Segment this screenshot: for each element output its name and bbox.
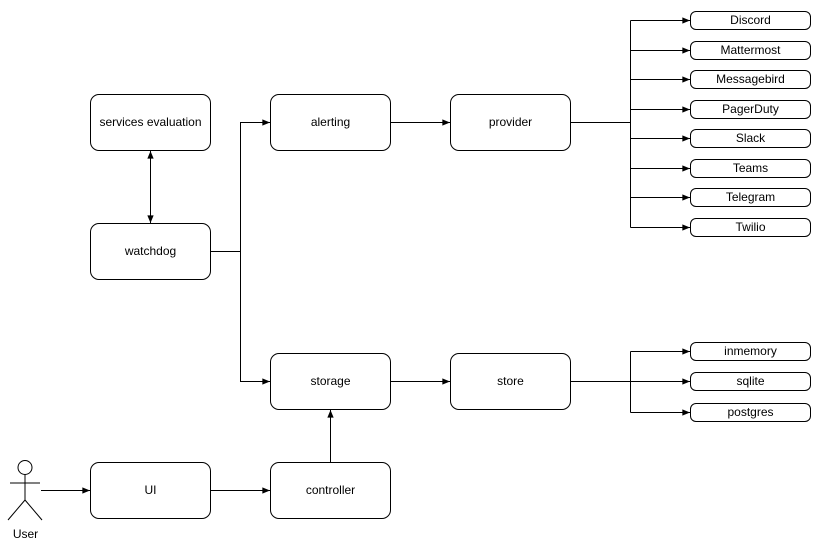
node-store: store bbox=[450, 353, 571, 410]
node-controller: controller bbox=[270, 462, 391, 519]
node-services-evaluation: services evaluation bbox=[90, 94, 211, 151]
edge-watchdog-storage bbox=[240, 251, 270, 385]
node-watchdog: watchdog bbox=[90, 223, 211, 280]
node-sqlite: sqlite bbox=[690, 372, 811, 391]
user-actor-head bbox=[17, 460, 33, 475]
node-teams: Teams bbox=[690, 159, 811, 178]
edge-watchdog-alerting bbox=[211, 119, 270, 252]
user-actor-icon bbox=[7, 460, 43, 521]
node-telegram: Telegram bbox=[690, 188, 811, 207]
user-actor-leg-right bbox=[24, 499, 43, 521]
node-storage: storage bbox=[270, 353, 391, 410]
node-messagebird: Messagebird bbox=[690, 70, 811, 89]
node-inmemory: inmemory bbox=[690, 342, 811, 361]
node-twilio: Twilio bbox=[690, 218, 811, 237]
node-mattermost: Mattermost bbox=[690, 41, 811, 60]
node-provider: provider bbox=[450, 94, 571, 151]
node-slack: Slack bbox=[690, 129, 811, 148]
node-postgres: postgres bbox=[690, 403, 811, 422]
user-actor-label: User bbox=[12, 527, 39, 541]
node-alerting: alerting bbox=[270, 94, 391, 151]
node-ui: UI bbox=[90, 462, 211, 519]
user-actor-leg-left bbox=[7, 499, 26, 521]
node-discord: Discord bbox=[690, 11, 811, 30]
node-pagerduty: PagerDuty bbox=[690, 100, 811, 119]
